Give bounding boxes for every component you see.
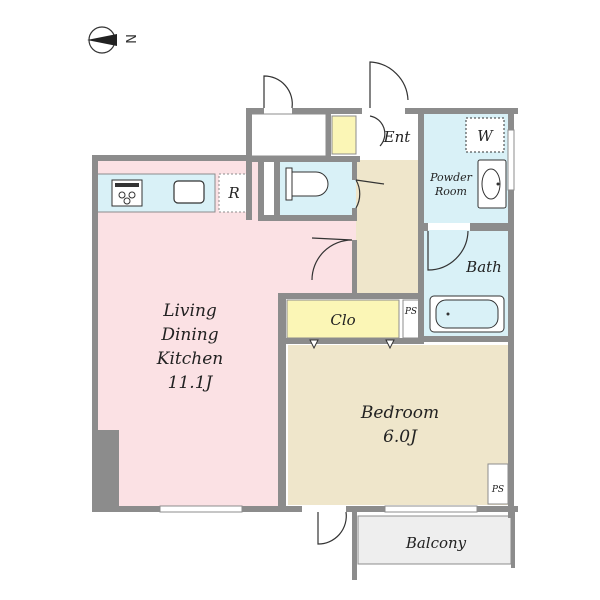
washbasin-icon [477, 159, 507, 209]
pipe-space-1 [402, 299, 420, 339]
ldk-floor [97, 160, 356, 507]
closet-door-marks [309, 339, 395, 350]
powder-room-label-1: Powder [429, 171, 473, 184]
toilet-door [355, 179, 385, 209]
pipe-space-2-label: PS [491, 485, 504, 495]
balcony-door [317, 511, 347, 545]
bath-label: Bath [465, 258, 502, 276]
doors [263, 61, 469, 545]
washer-label: W [477, 127, 494, 145]
refrigerator-space [218, 173, 250, 213]
closet-label: Clo [330, 311, 355, 329]
ldk-label-line-2: Dining [160, 325, 218, 345]
entrance-floor [356, 110, 418, 160]
entrance-inner-door [369, 115, 386, 147]
refrigerator-label: R [227, 184, 239, 202]
ldk-label-line-3: Kitchen [156, 349, 223, 369]
stove-icon [111, 179, 143, 207]
compass-north-label: N [122, 34, 137, 44]
powder-room-label-2: Room [434, 185, 467, 198]
ldk-label-line-1: Living [162, 301, 217, 321]
washer-space [465, 117, 505, 153]
pipe-space-1-label: PS [404, 307, 417, 317]
entrance-step [331, 115, 357, 155]
bedroom-label: Bedroom [360, 403, 439, 423]
ldk-door [311, 237, 353, 281]
entrance-door [369, 61, 409, 108]
balcony-rail [352, 512, 357, 580]
bedroom-size: 6.0J [383, 427, 418, 447]
toilet-icon [285, 167, 329, 201]
hall-floor [356, 160, 418, 295]
kitchen-sink-icon [173, 180, 205, 204]
ldk-window [159, 505, 243, 513]
powder-window [507, 129, 515, 191]
balcony-floor [357, 515, 512, 565]
balcony-label: Balcony [405, 534, 467, 552]
windows [159, 129, 515, 513]
compass: N [87, 26, 137, 54]
bathtub-icon [429, 295, 505, 333]
closet-floor [286, 299, 400, 339]
bedroom-window [384, 505, 478, 513]
compass-needle-icon [87, 34, 117, 46]
bath-door [427, 230, 469, 271]
storage-door [263, 75, 293, 109]
bedroom-floor [288, 345, 508, 505]
entrance-label: Ent [383, 128, 412, 146]
balcony-rail-right [511, 512, 515, 568]
ldk-label-size: 11.1J [168, 373, 214, 393]
pipe-space-2 [487, 463, 509, 505]
entry-storage [249, 113, 327, 157]
